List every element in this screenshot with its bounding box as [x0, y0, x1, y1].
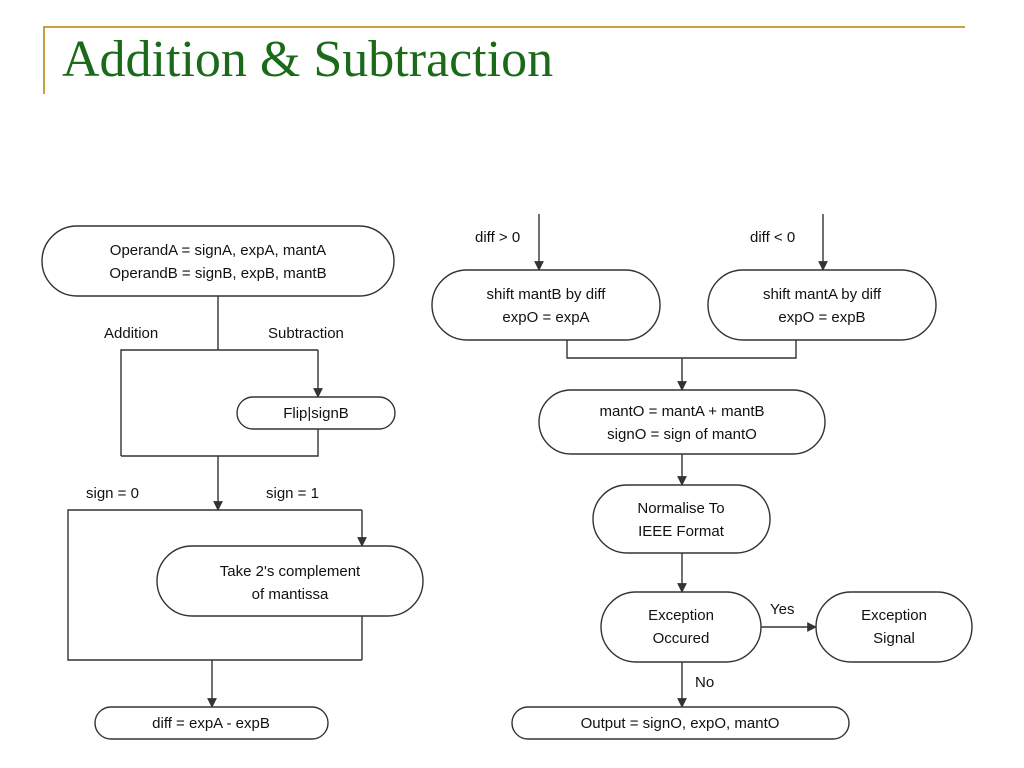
title-accent-vertical: [43, 26, 45, 94]
node-normalise-line1: Normalise To: [637, 500, 724, 517]
connector-sign-frame: [67, 509, 362, 661]
label-addition: Addition: [104, 325, 158, 342]
node-shift-mant-a-line1: shift mantA by diff: [763, 286, 882, 303]
node-shift-mant-a-line2: expO = expB: [778, 309, 865, 326]
node-normalise: Normalise To IEEE Format: [592, 484, 771, 554]
node-operands: OperandA = signA, expA, mantA OperandB =…: [41, 225, 395, 297]
slide-title: Addition & Subtraction: [62, 31, 554, 88]
node-operands-line2: OperandB = signB, expB, mantB: [109, 265, 326, 282]
node-output: Output = signO, expO, mantO: [511, 706, 850, 740]
node-exception-check: Exception Occured: [600, 591, 762, 663]
label-diff-gt-0: diff > 0: [475, 229, 520, 246]
label-subtraction: Subtraction: [268, 325, 344, 342]
node-add-mantissas-line1: mantO = mantA + mantB: [599, 403, 764, 420]
connector-shift-merge: [566, 340, 797, 359]
node-flip-sign-label: Flip|signB: [283, 405, 349, 422]
node-add-mantissas-line2: signO = sign of mantO: [607, 426, 757, 443]
node-operands-line1: OperandA = signA, expA, mantA: [110, 242, 326, 259]
title-accent-horizontal: [43, 26, 965, 28]
node-diff: diff = expA - expB: [94, 706, 329, 740]
node-exception-signal-line1: Exception: [861, 607, 927, 624]
label-diff-lt-0: diff < 0: [750, 229, 795, 246]
node-output-label: Output = signO, expO, mantO: [581, 715, 780, 732]
node-add-mantissas: mantO = mantA + mantB signO = sign of ma…: [538, 389, 826, 455]
connector-merge-frame: [121, 429, 319, 457]
node-exception-check-line1: Exception: [648, 607, 714, 624]
node-twos-complement-line1: Take 2's complement: [220, 563, 361, 580]
label-sign-1: sign = 1: [266, 485, 319, 502]
node-exception-check-line2: Occured: [653, 630, 710, 647]
node-exception-signal-line2: Signal: [873, 630, 915, 647]
node-normalise-line2: IEEE Format: [638, 523, 725, 540]
node-shift-mant-b: shift mantB by diff expO = expA: [431, 269, 661, 341]
node-shift-mant-a: shift mantA by diff expO = expB: [707, 269, 937, 341]
node-twos-complement-line2: of mantissa: [252, 586, 329, 603]
node-twos-complement: Take 2's complement of mantissa: [156, 545, 424, 617]
node-shift-mant-b-line2: expO = expA: [502, 309, 589, 326]
node-shift-mant-b-line1: shift mantB by diff: [487, 286, 607, 303]
node-diff-label: diff = expA - expB: [152, 715, 270, 732]
label-no: No: [695, 674, 714, 691]
label-yes: Yes: [770, 601, 794, 618]
connector-split-frame: [120, 349, 318, 456]
node-flip-sign: Flip|signB: [236, 396, 396, 430]
node-exception-signal: Exception Signal: [815, 591, 973, 663]
label-sign-0: sign = 0: [86, 485, 139, 502]
